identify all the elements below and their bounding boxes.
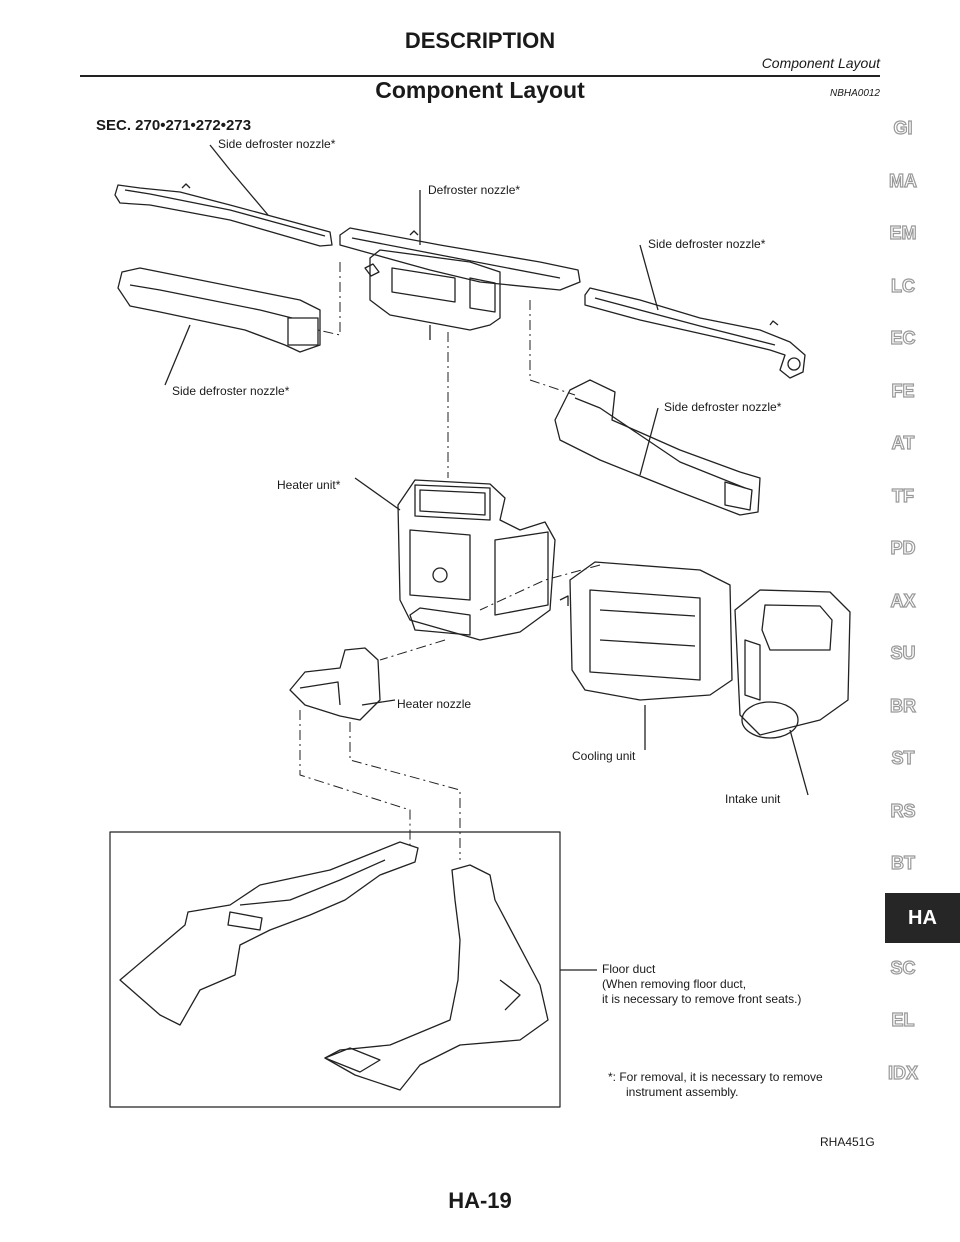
footnote-line-1: *: For removal, it is necessary to remov… [608, 1070, 823, 1084]
callout-floor-duct: Floor duct [602, 962, 656, 976]
callout-defroster-nozzle: Defroster nozzle* [428, 183, 521, 197]
side-tab-tf[interactable]: TF [891, 485, 914, 506]
side-tab-sc[interactable]: SC [890, 957, 916, 978]
side-tab-el[interactable]: EL [891, 1009, 915, 1030]
side-tab-em[interactable]: EM [889, 222, 917, 243]
side-defroster-nozzle-lower-right [554, 379, 761, 516]
side-tab-idx[interactable]: IDX [887, 1062, 918, 1083]
header-divider [80, 75, 880, 77]
side-tab-ma[interactable]: MA [888, 170, 917, 191]
side-defroster-nozzle-top-left [114, 144, 333, 247]
assembly-leader-lines [299, 262, 601, 860]
floor-duct-box [109, 831, 597, 1108]
floor-duct [119, 841, 549, 1091]
callout-cooling-unit: Cooling unit [572, 749, 636, 763]
side-tab-ec[interactable]: EC [890, 327, 916, 348]
callout-side-defroster-lower-right: Side defroster nozzle* [664, 400, 782, 414]
side-tab-fe[interactable]: FE [891, 380, 915, 401]
side-tab-ha-active[interactable]: HA [885, 893, 960, 943]
side-tab-lc[interactable]: LC [890, 275, 915, 296]
page-subtitle: Component Layout [761, 55, 880, 71]
defroster-nozzle [339, 190, 581, 291]
side-tab-ax[interactable]: AX [890, 590, 916, 611]
section-label: SEC. 270•271•272•273 [96, 117, 252, 134]
side-tab-gi[interactable]: GI [893, 117, 913, 138]
side-tab-at[interactable]: AT [891, 432, 915, 453]
side-tab-ha-label: HA [908, 907, 937, 929]
callout-side-defroster-top: Side defroster nozzle* [218, 137, 336, 151]
side-defroster-nozzle-right [584, 244, 806, 379]
page-number: HA-19 [448, 1188, 512, 1213]
center-vent-assembly [364, 249, 501, 340]
callout-heater-nozzle: Heater nozzle [397, 697, 472, 711]
side-tab-bt[interactable]: BT [890, 852, 915, 873]
figure-code: RHA451G [820, 1135, 875, 1149]
callout-intake-unit: Intake unit [725, 792, 781, 806]
footnote-line-2: instrument assembly. [626, 1085, 739, 1099]
side-tab-pd[interactable]: PD [890, 537, 916, 558]
side-tab-st[interactable]: ST [891, 747, 915, 768]
intake-unit [734, 589, 851, 796]
callout-heater-unit: Heater unit* [277, 478, 341, 492]
reference-code: NBHA0012 [829, 88, 880, 99]
page-heading: Component Layout [375, 77, 585, 103]
heater-nozzle [289, 647, 396, 721]
callout-floor-duct-note-1: (When removing floor duct, [602, 977, 747, 991]
callout-side-defroster-left: Side defroster nozzle* [172, 384, 290, 398]
side-defroster-nozzle-left [117, 267, 321, 386]
callout-floor-duct-note-2: it is necessary to remove front seats.) [602, 992, 802, 1006]
section-title: DESCRIPTION [404, 28, 556, 53]
side-tab-rs[interactable]: RS [890, 800, 916, 821]
callout-side-defroster-right: Side defroster nozzle* [648, 237, 766, 251]
heater-unit [354, 477, 556, 641]
cooling-unit [559, 561, 733, 750]
side-tab-su[interactable]: SU [890, 642, 916, 663]
side-tab-br[interactable]: BR [889, 695, 916, 716]
